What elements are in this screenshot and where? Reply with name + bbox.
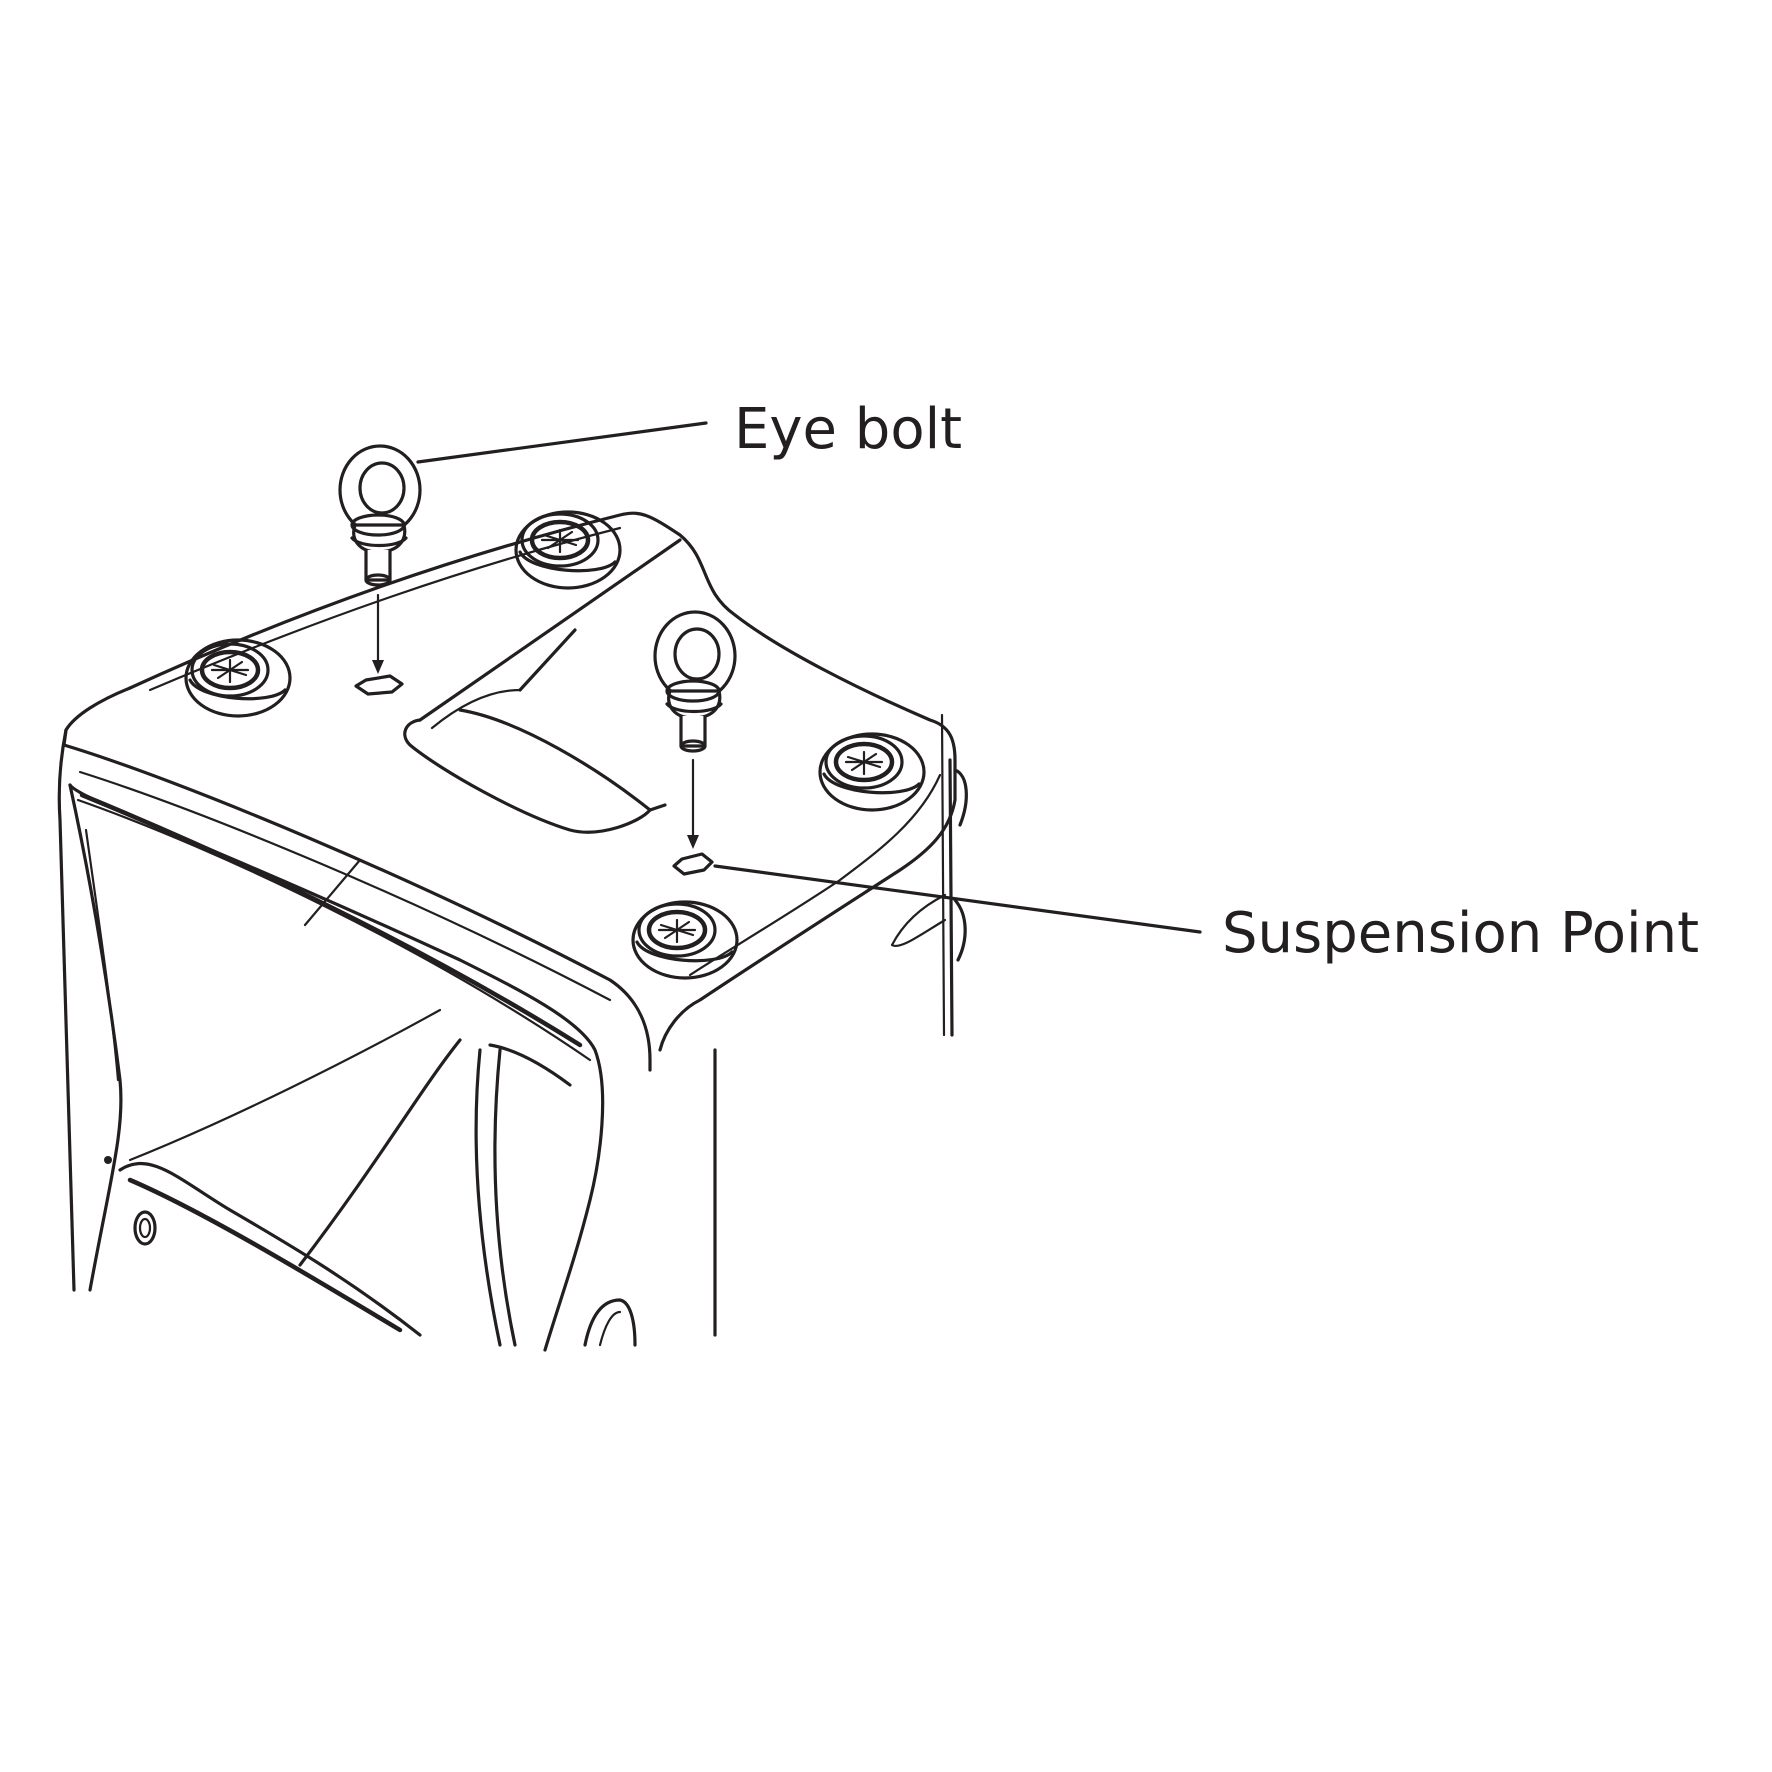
eye-bolt-leader-line xyxy=(416,421,708,464)
horn-curve xyxy=(298,1038,462,1267)
foot-left xyxy=(184,638,292,718)
suspension-point-right xyxy=(672,852,714,876)
suspension-point-label: Suspension Point xyxy=(1222,901,1699,966)
cabinet-front-top-edge xyxy=(62,686,652,1072)
speaker-cabinet xyxy=(57,511,968,1352)
carry-handle xyxy=(403,538,682,834)
mounting-hole xyxy=(133,1210,157,1246)
eye-bolt-label: Eye bolt xyxy=(734,397,962,462)
eye-bolt-left xyxy=(338,444,422,674)
suspension-point-left xyxy=(354,674,404,696)
suspension-point-leader-line xyxy=(713,864,1202,934)
foot-front xyxy=(631,900,739,980)
foot-right xyxy=(818,732,926,812)
eye-bolt-right xyxy=(653,610,737,849)
foot-rear xyxy=(514,510,622,590)
cabinet-right-top-edge xyxy=(658,758,957,1052)
